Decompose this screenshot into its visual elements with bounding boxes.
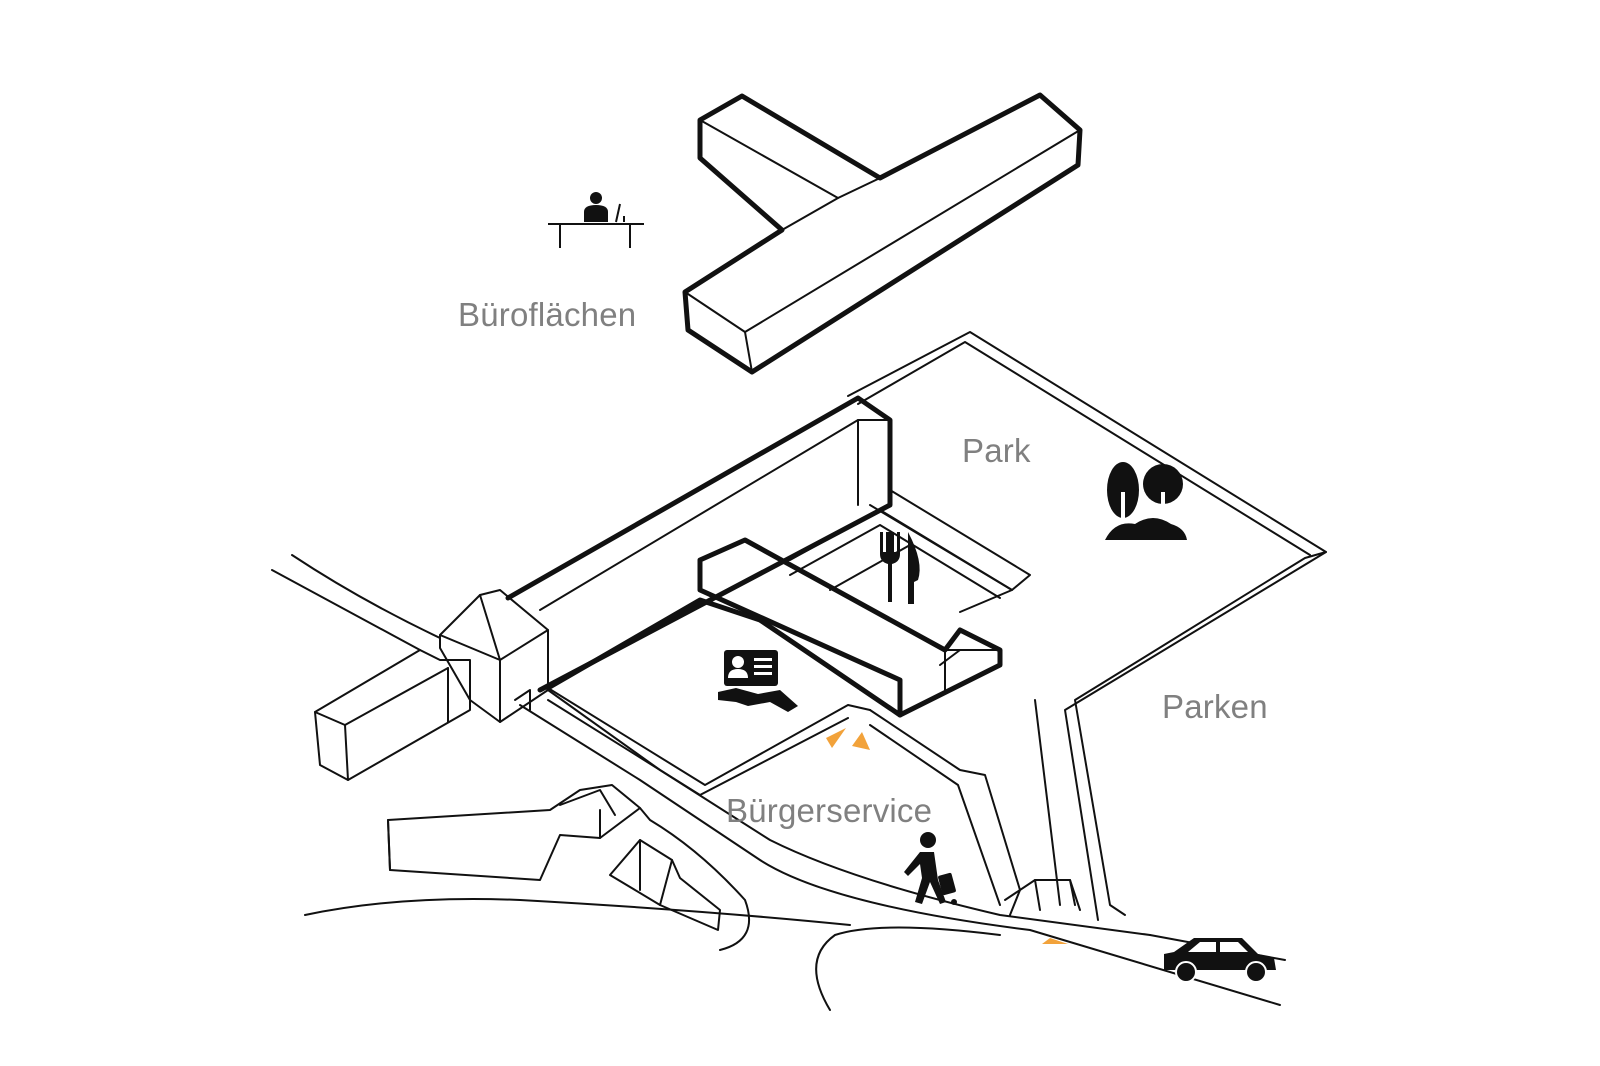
car-icon xyxy=(1164,938,1276,983)
walking-person-with-luggage-icon xyxy=(904,832,957,905)
trees-icon xyxy=(1105,462,1187,540)
label-offices: Büroflächen xyxy=(458,296,637,333)
walkway-wall xyxy=(869,709,1081,916)
office-building-t-shape xyxy=(682,92,1083,375)
cross-building xyxy=(697,537,1003,718)
label-citizen-service: Bürgerservice xyxy=(726,792,933,829)
lower-left-buildings xyxy=(387,784,750,951)
main-building-long xyxy=(505,395,893,693)
left-wing-building xyxy=(314,649,471,781)
gate-house xyxy=(439,589,549,723)
id-card-hand-icon xyxy=(718,650,798,712)
label-park: Park xyxy=(962,432,1031,469)
entrance-arrow-icon xyxy=(826,728,1068,944)
park-boundary xyxy=(847,331,1327,921)
cutlery-icon xyxy=(880,532,920,604)
label-parking: Parken xyxy=(1162,688,1268,725)
desk-worker-icon xyxy=(548,192,644,248)
